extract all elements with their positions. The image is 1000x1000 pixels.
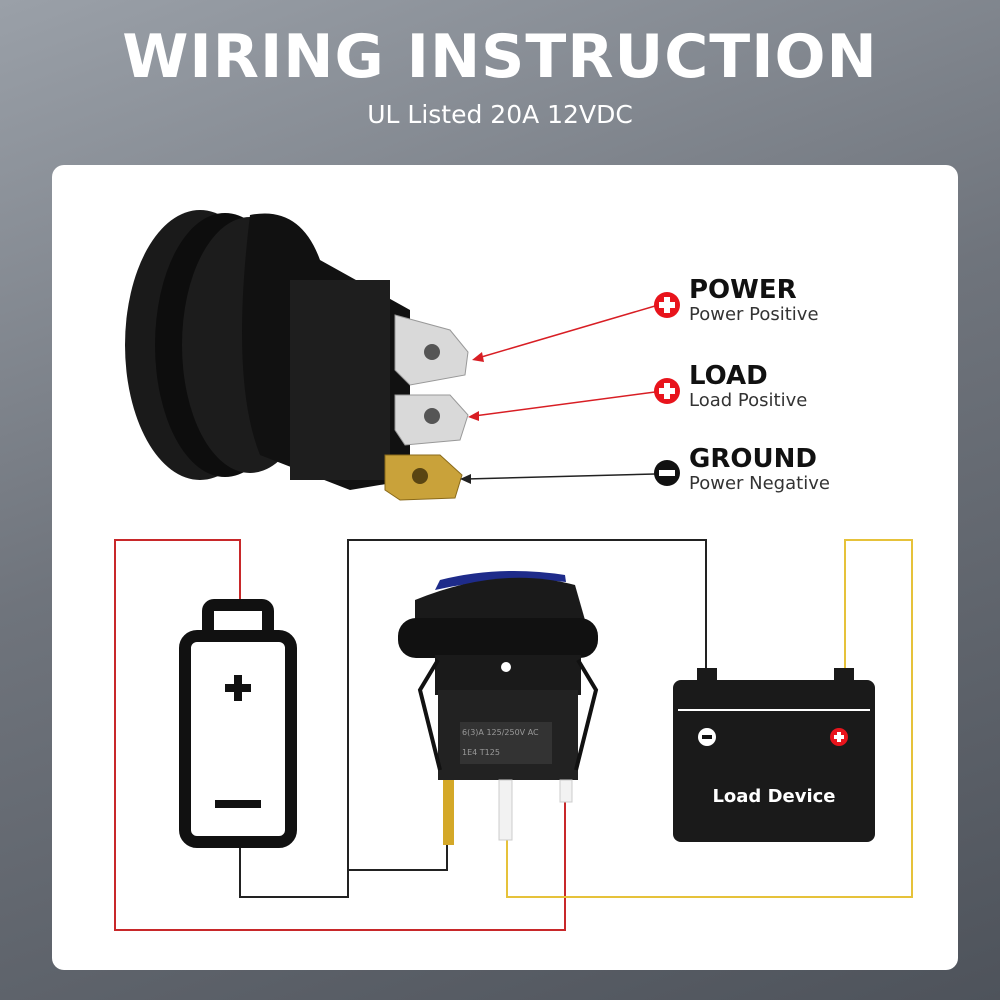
terminal-title: GROUND (689, 444, 817, 474)
load-device-icon (673, 668, 875, 842)
terminal-desc: Power Positive (689, 304, 819, 325)
terminal-desc: Load Positive (689, 390, 808, 411)
load-arrow (473, 391, 656, 417)
battery-icon (179, 599, 297, 848)
plus-icon (654, 378, 680, 404)
switch-cert-text: 1E4 T125 (462, 748, 500, 757)
red-wire (114, 539, 566, 931)
black-wire (239, 539, 707, 898)
ground-arrow (465, 473, 656, 480)
page-title: WIRING INSTRUCTION (122, 22, 878, 92)
plus-icon (654, 292, 680, 318)
minus-icon (654, 460, 680, 486)
rocker-switch-front-view (398, 571, 599, 845)
power-arrow (477, 305, 656, 359)
page-subtitle: UL Listed 20A 12VDC (367, 100, 633, 129)
terminal-title: LOAD (689, 361, 768, 391)
switch-rating-text: 6(3)A 125/250V AC (462, 728, 539, 737)
terminal-title: POWER (689, 275, 797, 305)
rocker-switch-side-view (125, 210, 469, 501)
terminal-desc: Power Negative (689, 473, 830, 494)
black-wire-switch (348, 845, 448, 871)
terminal-label-ground: GROUND Power Negative (689, 445, 830, 495)
load-device-label: Load Device (712, 786, 836, 807)
terminal-label-power: POWER Power Positive (689, 276, 819, 326)
terminal-label-load: LOAD Load Positive (689, 362, 807, 412)
yellow-wire (506, 539, 913, 898)
